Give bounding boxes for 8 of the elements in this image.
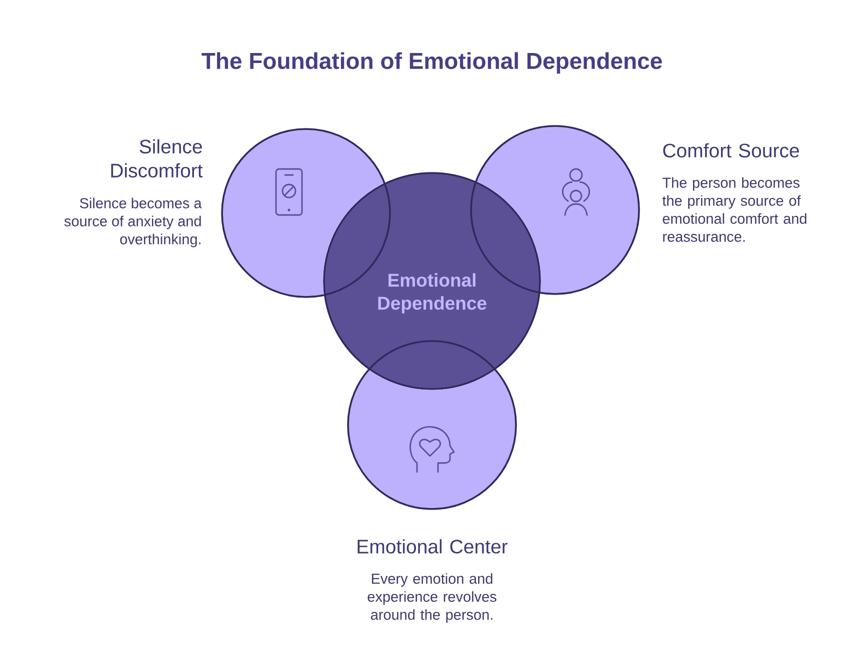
description: The person becomes the primary source of emotional comfort and reassurance. <box>662 177 806 242</box>
description: Silence becomes a source of anxiety and overthinking. <box>64 198 202 248</box>
heading: Comfort Source <box>663 143 799 158</box>
heading: Emotional Center <box>358 539 508 554</box>
title: The Foundation of Emotional Dependence <box>202 52 662 74</box>
heading: Silence Discomfort <box>111 139 203 178</box>
circle <box>347 340 517 510</box>
description: Every emotion and experience revolves around the person. <box>368 573 496 623</box>
